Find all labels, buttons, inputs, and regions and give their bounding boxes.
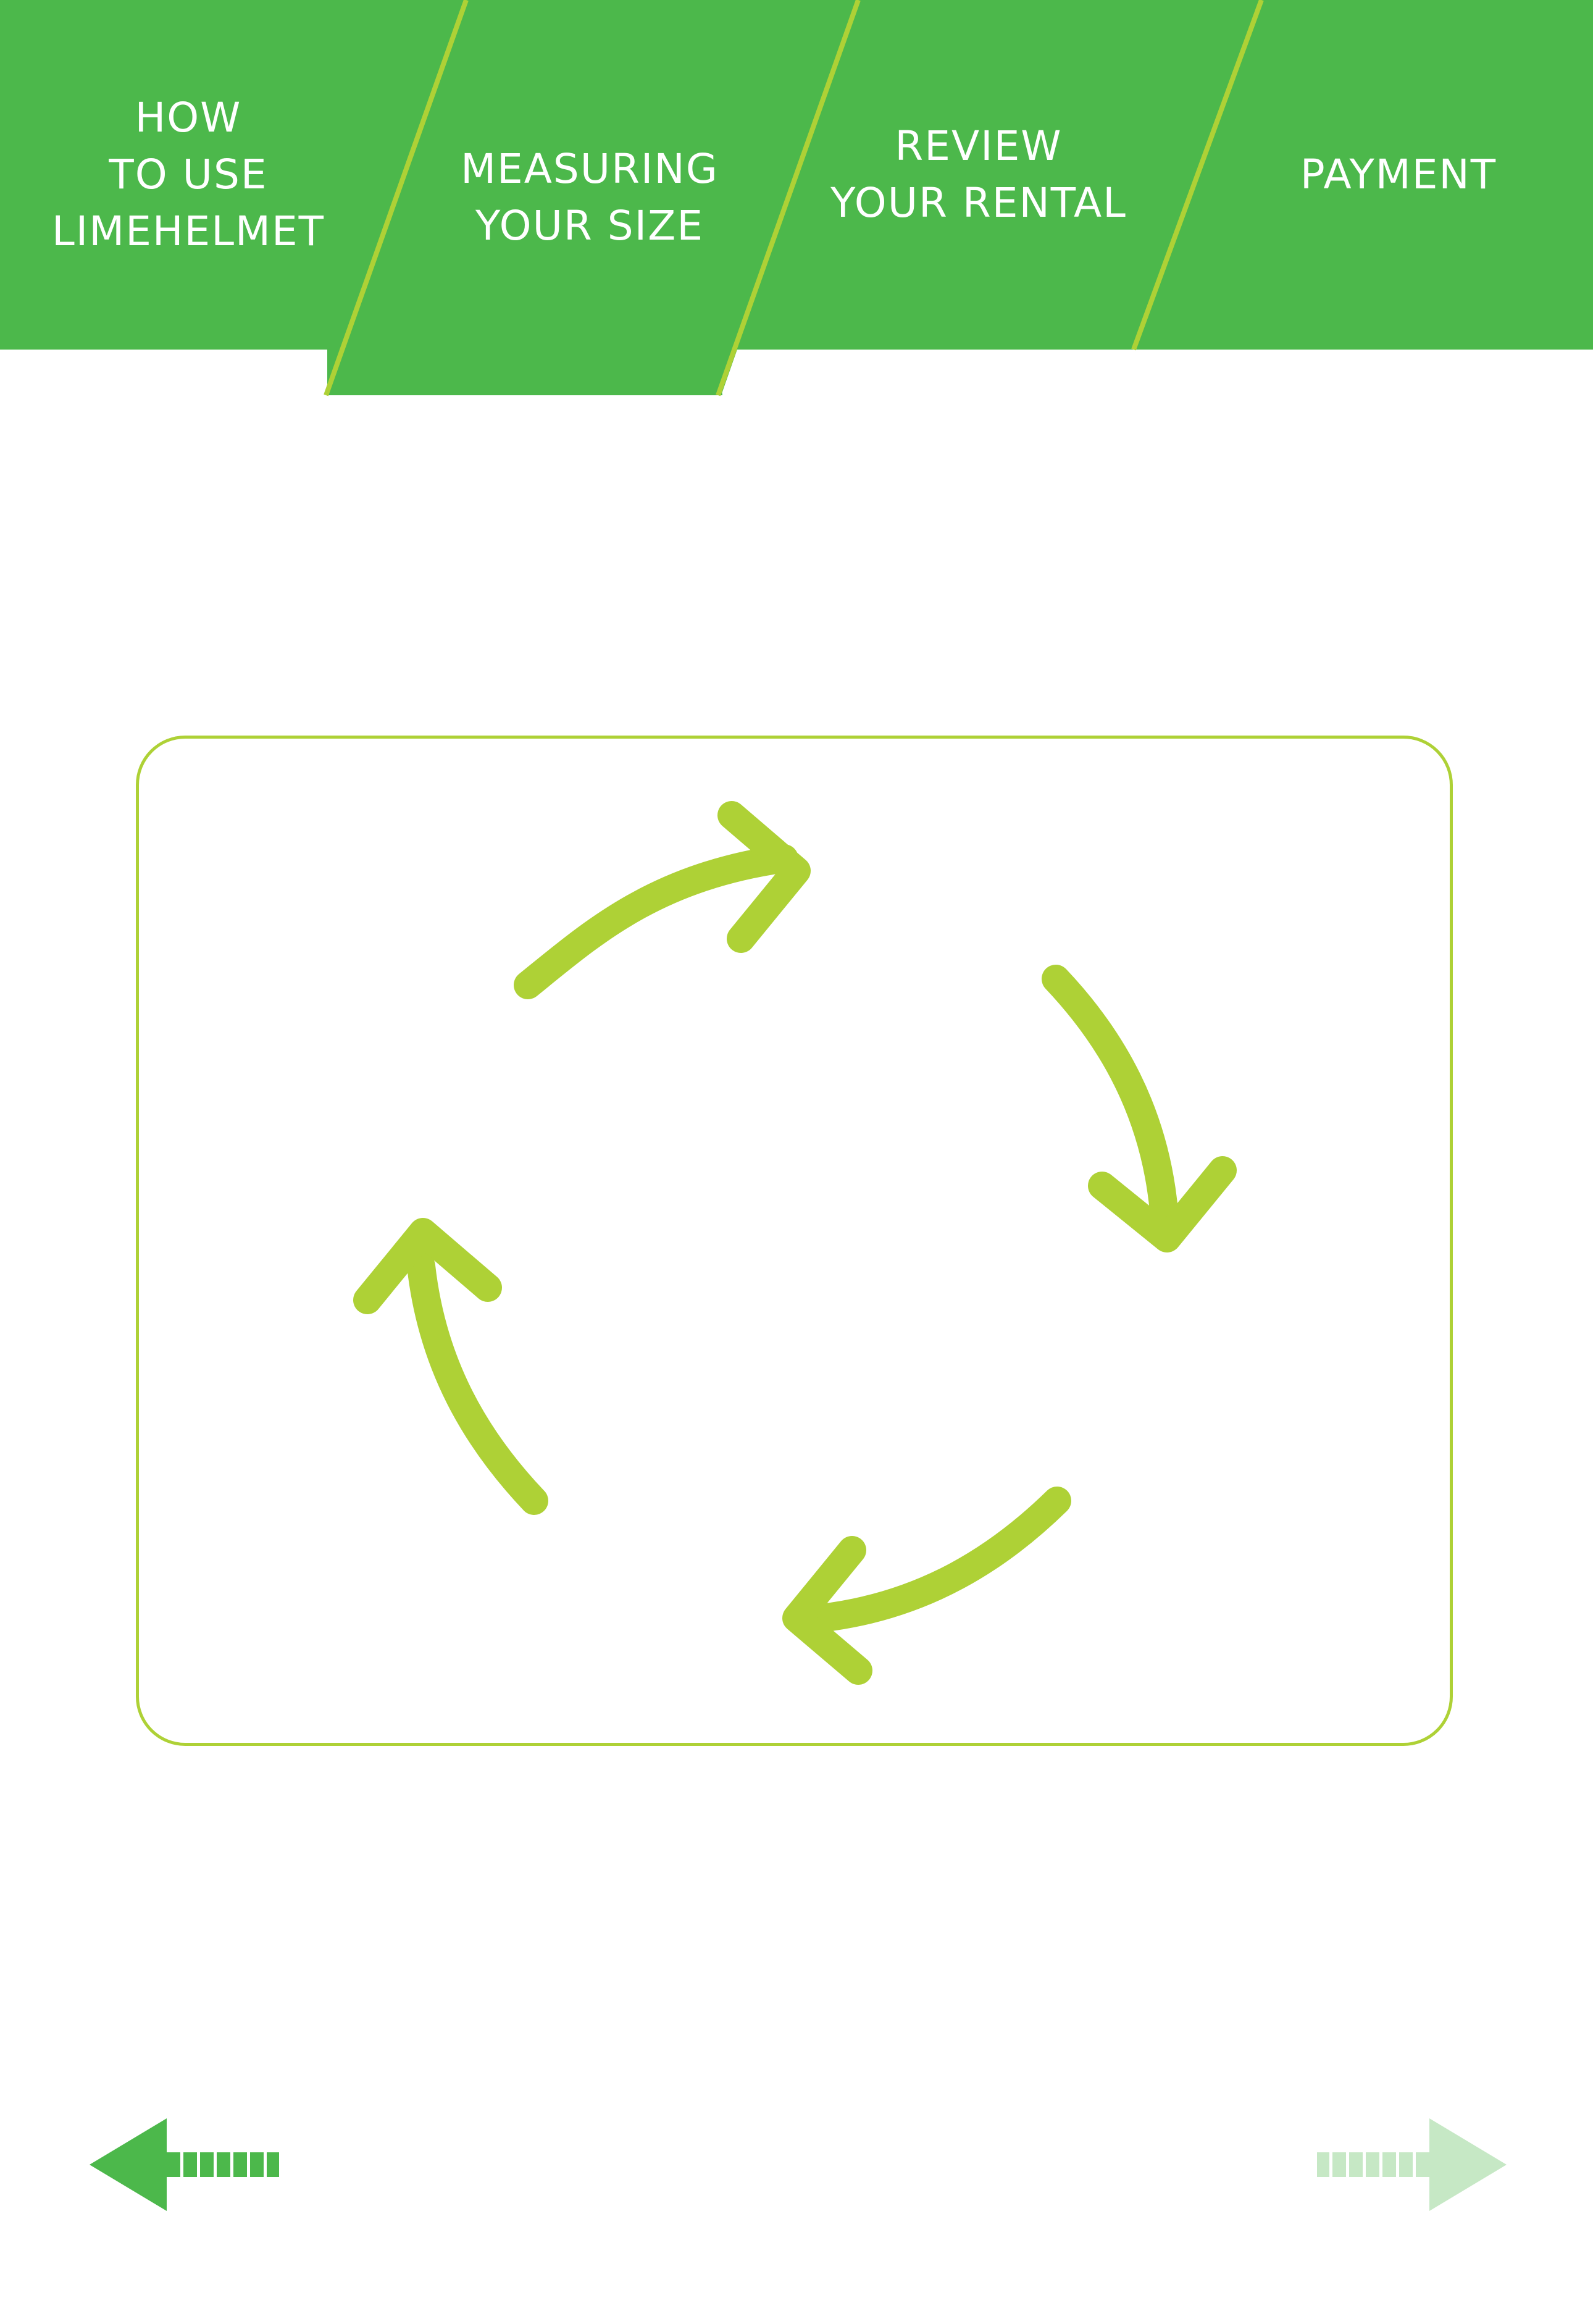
- tab-payment-label: PAYMENT: [1300, 151, 1497, 198]
- tab-measuring-your-size[interactable]: MEASURING YOUR SIZE: [408, 0, 772, 395]
- tab-measuring-label: MEASURING YOUR SIZE: [461, 145, 719, 250]
- tab-payment[interactable]: PAYMENT: [1210, 0, 1587, 350]
- left-arrow-icon: [90, 2118, 279, 2211]
- tab-how-to-use-label: HOW TO USE LIMEHELMET: [52, 94, 325, 255]
- tab-how-to-use[interactable]: HOW TO USE LIMEHELMET: [12, 0, 364, 350]
- tab-review-your-rental[interactable]: REVIEW YOUR RENTAL: [778, 0, 1179, 350]
- step-nav-bar: [0, 0, 1593, 396]
- right-arrow-icon: [1317, 2118, 1507, 2211]
- next-arrow-button[interactable]: [1315, 2118, 1507, 2211]
- content-panel: [136, 736, 1453, 1746]
- prev-arrow-button[interactable]: [90, 2118, 281, 2211]
- tab-review-label: REVIEW YOUR RENTAL: [830, 122, 1127, 227]
